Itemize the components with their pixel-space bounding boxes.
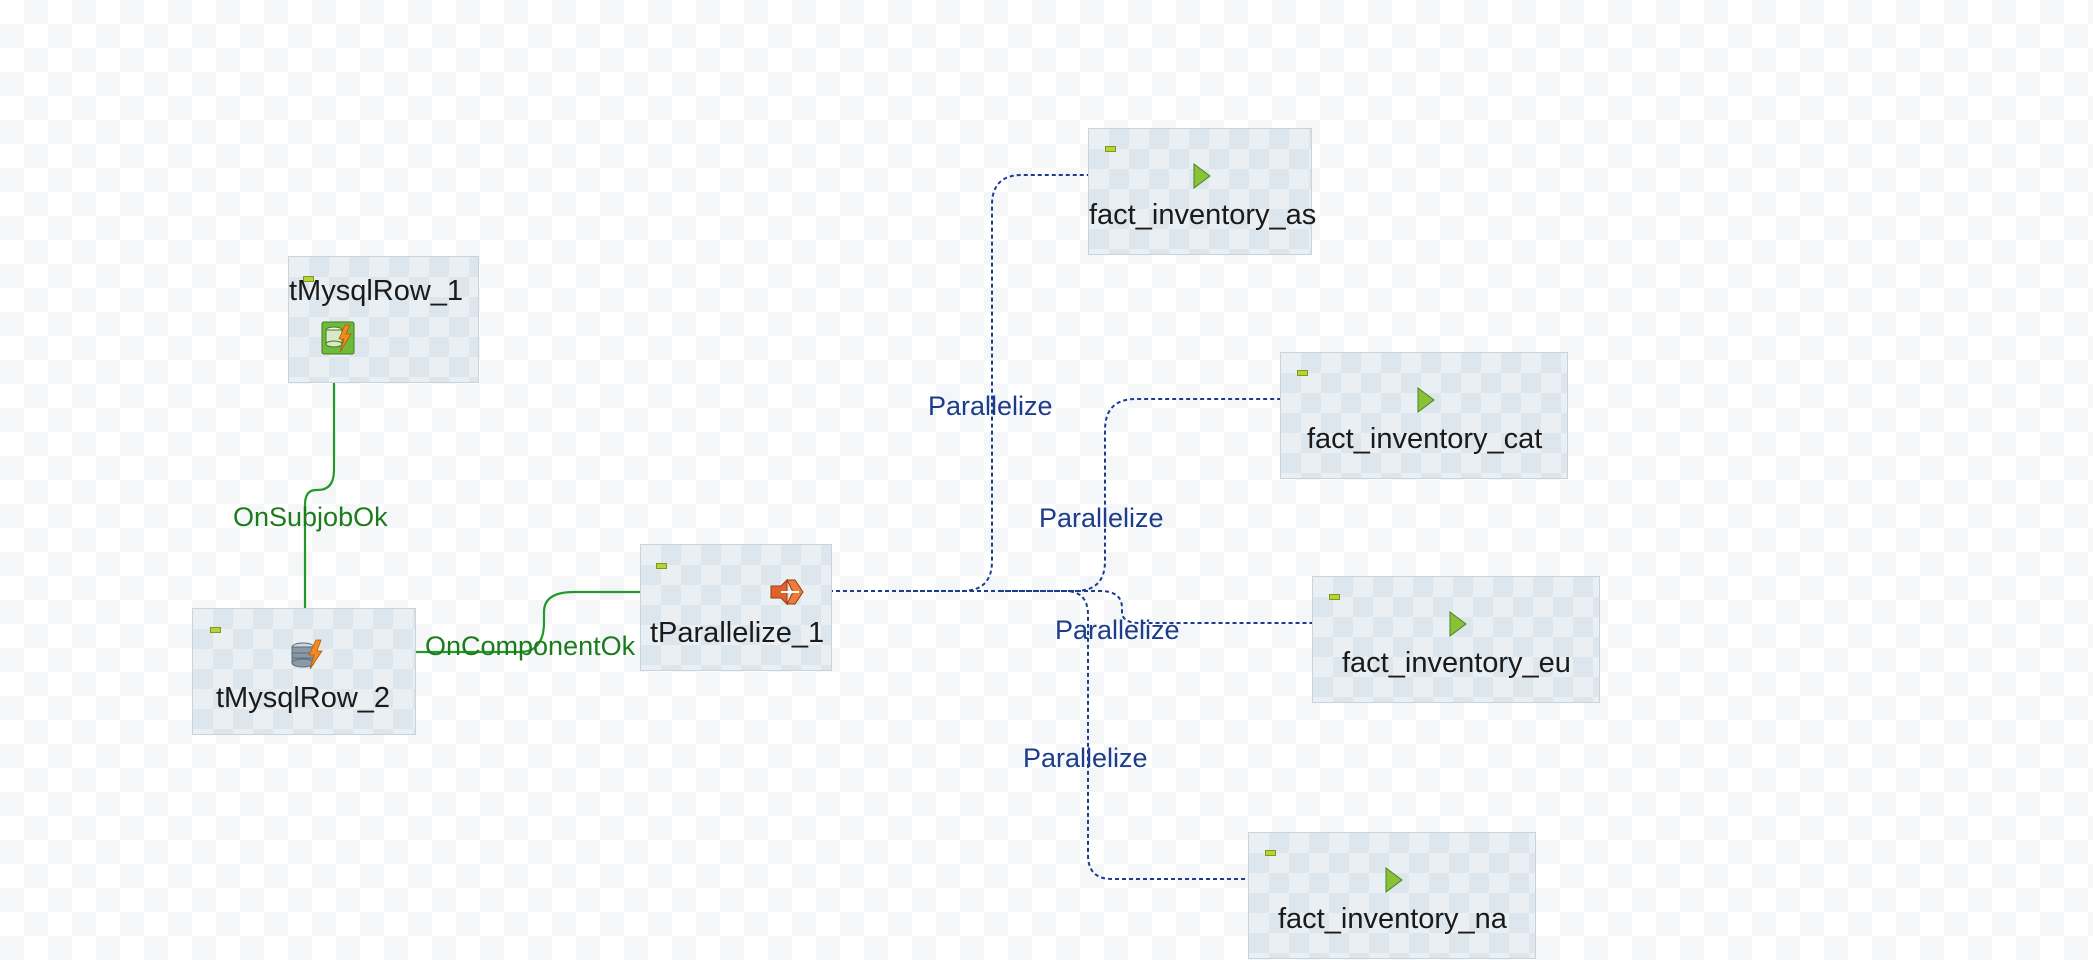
node-fact-inventory-na[interactable]: fact_inventory_na — [1248, 832, 1536, 959]
minimize-icon[interactable] — [1329, 594, 1340, 600]
parallelize-na-label[interactable]: Parallelize — [1023, 743, 1148, 773]
mysql-row-icon — [289, 639, 323, 676]
minimize-icon[interactable] — [303, 276, 314, 282]
parallelize-as-link[interactable] — [808, 174, 1176, 592]
minimize-icon[interactable] — [210, 627, 221, 633]
run-job-icon — [1417, 387, 1435, 418]
node-fact-inventory-cat[interactable]: fact_inventory_cat — [1280, 352, 1568, 479]
on-component-ok-label[interactable]: OnComponentOk — [425, 631, 636, 661]
minimize-icon[interactable] — [1297, 370, 1308, 376]
node-fact-inventory-eu[interactable]: fact_inventory_eu — [1312, 576, 1600, 703]
run-job-icon — [1385, 867, 1403, 898]
parallelize-as-label[interactable]: Parallelize — [928, 391, 1053, 421]
node-fact-inventory-as[interactable]: fact_inventory_as — [1088, 128, 1316, 255]
parallelize-eu-link[interactable] — [1000, 590, 1432, 624]
minimize-icon[interactable] — [656, 563, 667, 569]
node-label: tMysqlRow_2 — [216, 682, 391, 714]
on-component-ok-link[interactable] — [326, 590, 760, 654]
minimize-icon[interactable] — [1105, 146, 1116, 152]
mysql-row-icon — [321, 321, 355, 360]
minimize-icon[interactable] — [1265, 850, 1276, 856]
on-subjob-ok-link[interactable] — [303, 360, 336, 630]
node-tparallelize-1[interactable]: tParallelize_1 — [640, 544, 832, 671]
parallelize-cat-label[interactable]: Parallelize — [1039, 503, 1164, 533]
parallelize-na-link[interactable] — [1000, 590, 1368, 880]
on-subjob-ok-label[interactable]: OnSubjobOk — [233, 502, 388, 532]
run-job-icon — [1449, 611, 1467, 642]
run-job-icon — [1193, 163, 1211, 194]
node-label: fact_inventory_na — [1278, 903, 1507, 935]
node-label: fact_inventory_as — [1089, 199, 1317, 231]
parallelize-eu-label[interactable]: Parallelize — [1055, 615, 1180, 645]
node-label: tParallelize_1 — [650, 617, 825, 649]
node-label: fact_inventory_cat — [1307, 423, 1543, 455]
node-label: fact_inventory_eu — [1342, 647, 1571, 679]
node-label: tMysqlRow_1 — [289, 275, 464, 307]
node-tmysqlrow-1[interactable]: tMysqlRow_1 — [288, 256, 479, 383]
parallelize-icon — [769, 577, 805, 612]
parallelize-cat-link[interactable] — [900, 398, 1400, 592]
node-tmysqlrow-2[interactable]: tMysqlRow_2 — [192, 608, 416, 735]
